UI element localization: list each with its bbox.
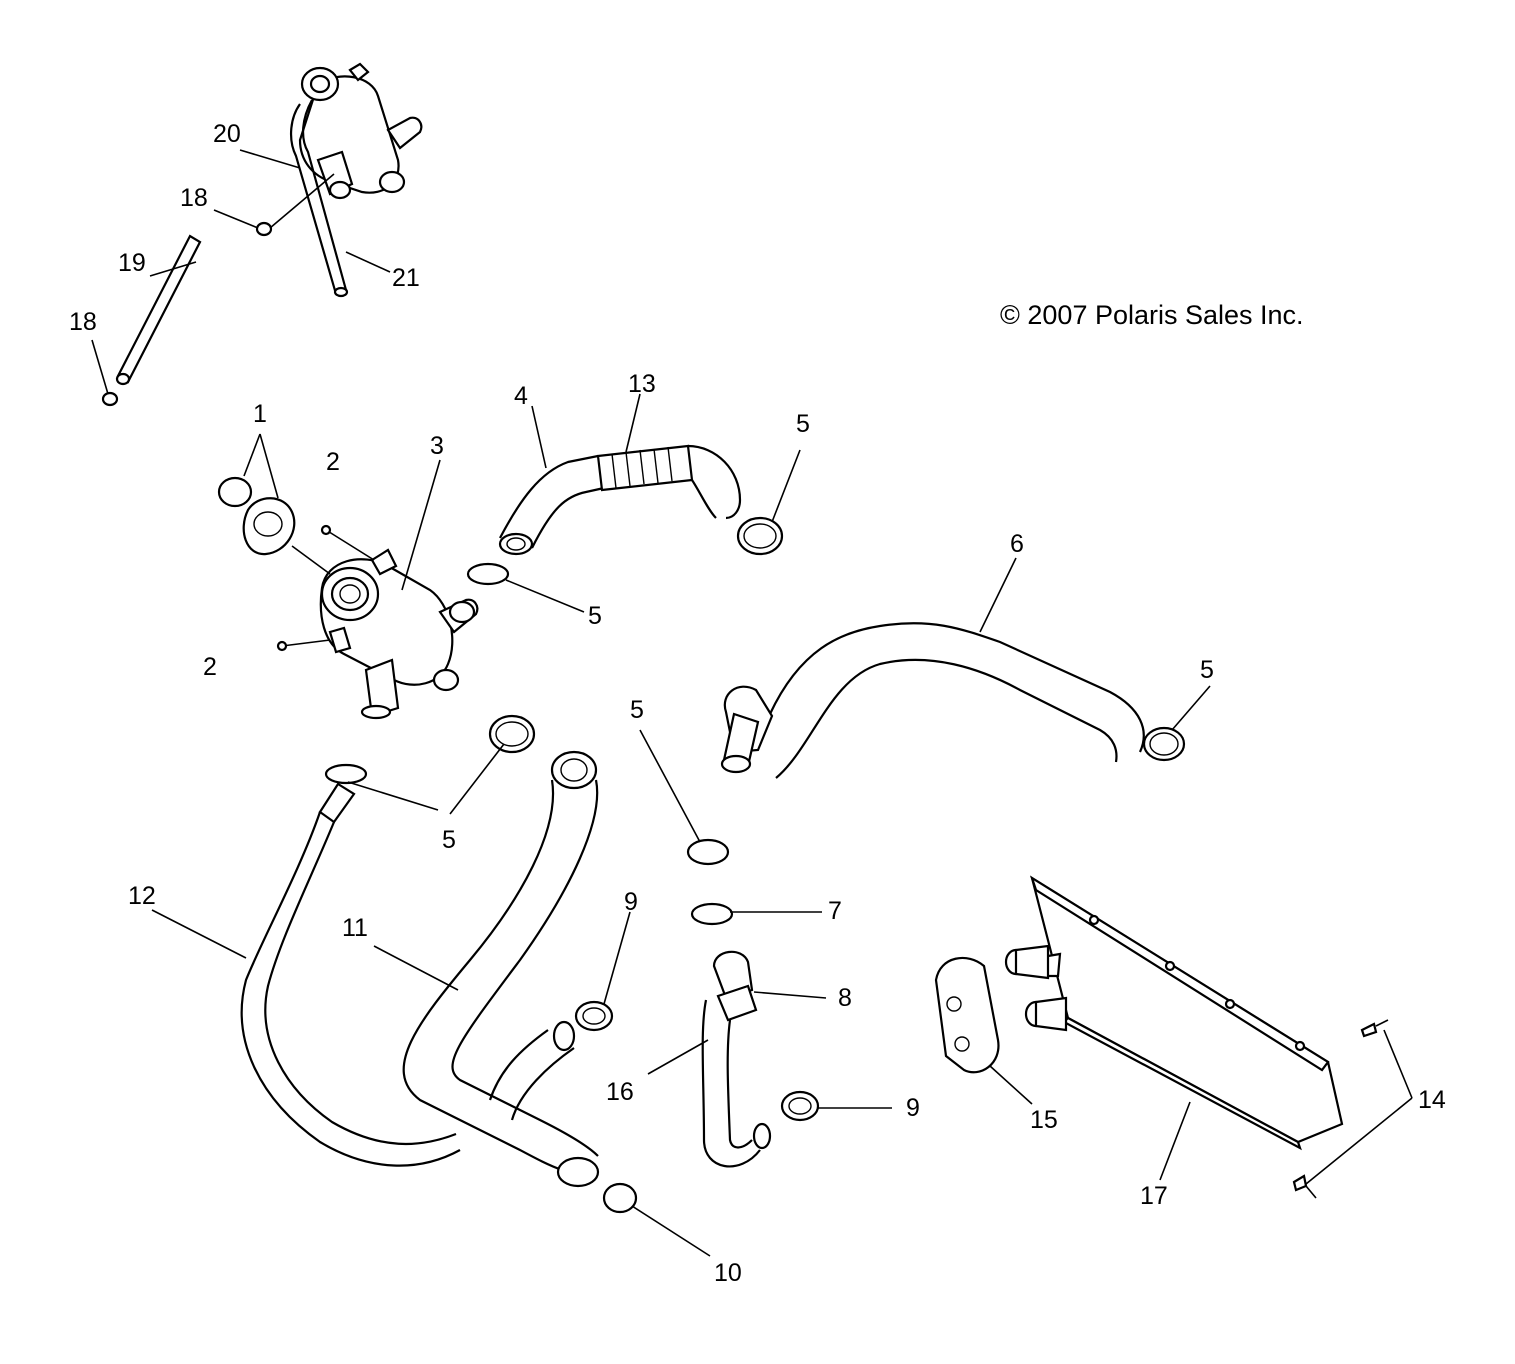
callout-2-bottom: 2 bbox=[203, 653, 217, 681]
callout-4: 4 bbox=[514, 382, 528, 410]
callout-21: 21 bbox=[392, 264, 420, 292]
callout-19: 19 bbox=[118, 249, 146, 277]
heat-exchanger-17 bbox=[1004, 875, 1344, 1151]
callout-18-top: 18 bbox=[180, 184, 208, 212]
clamps-5 bbox=[324, 516, 1186, 866]
callout-3: 3 bbox=[430, 432, 444, 460]
copyright-notice: © 2007 Polaris Sales Inc. bbox=[1000, 300, 1304, 330]
pad-15 bbox=[934, 956, 1000, 1074]
callout-16: 16 bbox=[606, 1078, 634, 1106]
callout-12: 12 bbox=[128, 882, 156, 910]
callout-14: 14 bbox=[1418, 1086, 1446, 1114]
callout-5-c: 5 bbox=[1200, 656, 1214, 684]
callout-17: 17 bbox=[1140, 1182, 1168, 1210]
callout-2-top: 2 bbox=[326, 448, 340, 476]
hose-19 bbox=[115, 234, 202, 386]
callout-18-bottom: 18 bbox=[69, 308, 97, 336]
clamps-7-9-10 bbox=[574, 902, 820, 1214]
hose-12 bbox=[240, 782, 461, 1167]
hose-11 bbox=[402, 750, 600, 1188]
screws-2 bbox=[276, 524, 375, 652]
callout-labels: 20 18 19 21 18 1 2 3 4 13 5 5 2 6 5 5 5 … bbox=[69, 120, 1446, 1287]
callout-6: 6 bbox=[1010, 530, 1024, 558]
hose-4-13 bbox=[498, 444, 742, 556]
hose-6 bbox=[720, 622, 1145, 779]
callout-9-b: 9 bbox=[906, 1094, 920, 1122]
hose-8-16 bbox=[701, 950, 772, 1168]
callout-7: 7 bbox=[828, 897, 842, 925]
callout-8: 8 bbox=[838, 984, 852, 1012]
reservoir-3 bbox=[319, 548, 479, 720]
rivets-14 bbox=[1292, 1019, 1389, 1199]
callout-5-d: 5 bbox=[630, 696, 644, 724]
callout-11: 11 bbox=[342, 914, 368, 942]
callout-1: 1 bbox=[253, 400, 267, 428]
callout-20: 20 bbox=[213, 120, 241, 148]
leader-lines bbox=[91, 149, 1413, 1257]
callout-13: 13 bbox=[628, 370, 656, 398]
callout-10: 10 bbox=[714, 1259, 742, 1287]
callout-15: 15 bbox=[1030, 1106, 1058, 1134]
reservoir-top-assembly bbox=[290, 62, 423, 298]
plug-18 bbox=[101, 221, 273, 407]
callout-5-b: 5 bbox=[588, 602, 602, 630]
reservoir-cap-1 bbox=[217, 476, 296, 556]
callout-5-e: 5 bbox=[442, 826, 456, 854]
callout-9-a: 9 bbox=[624, 888, 638, 916]
callout-5-a: 5 bbox=[796, 410, 810, 438]
